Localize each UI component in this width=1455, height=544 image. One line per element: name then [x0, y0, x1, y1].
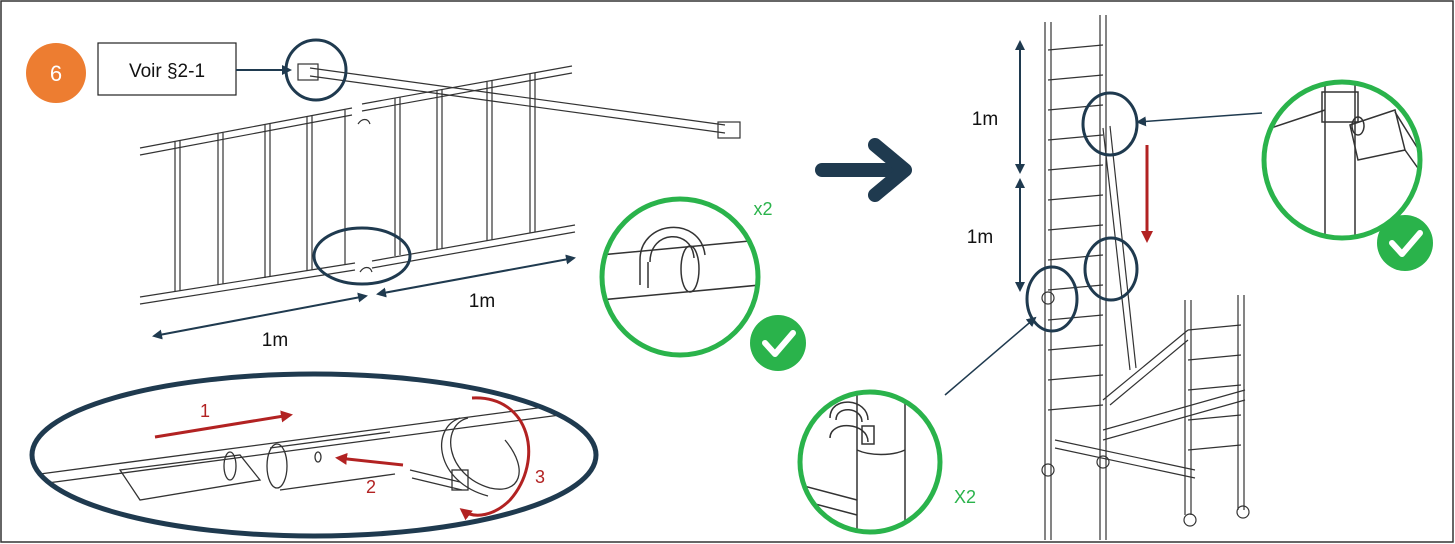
- callout-tower-lower: [1025, 265, 1079, 333]
- dimension-arrow-right: [376, 254, 576, 298]
- step-label-1: 1: [200, 401, 210, 421]
- step-arrow-2: [335, 452, 404, 467]
- step-badge: 6: [26, 43, 86, 103]
- step-arrow-3: [459, 396, 531, 521]
- dimension-arrow-left: [152, 292, 368, 340]
- dimension-label-upper: 1m: [972, 109, 998, 130]
- scaffold-tower: [1041, 15, 1250, 540]
- zoom-coupling-detail: [29, 371, 599, 539]
- leader-to-upper-zoom: [1136, 112, 1263, 127]
- zoom-clip-on-tower-detail: [797, 389, 943, 535]
- callout-tower-upper: [1081, 91, 1139, 157]
- reference-box: Voir §2-1: [97, 42, 237, 96]
- arrow-right-icon: [815, 138, 912, 202]
- joint-quantity: X2: [954, 487, 976, 507]
- reference-label: Voir §2-1: [129, 61, 205, 82]
- zoom-clip-detail: [599, 196, 761, 358]
- step-arrow-1: [154, 410, 293, 439]
- dimension-label-lower: 1m: [967, 227, 993, 248]
- check-icon: [750, 315, 806, 371]
- check-icon: [1377, 215, 1433, 271]
- step-number: 6: [50, 61, 62, 86]
- callout-tower-mid: [1083, 236, 1139, 302]
- step-label-2: 2: [366, 477, 376, 497]
- clip-quantity: x2: [753, 199, 772, 219]
- step-label-3: 3: [535, 467, 545, 487]
- dimension-label-right: 1m: [469, 291, 495, 312]
- callout-top-joint: [284, 38, 348, 102]
- dimension-label-left: 1m: [262, 330, 288, 351]
- leader-to-lower-zoom: [944, 316, 1037, 396]
- ladder-sections-flat: [139, 63, 741, 305]
